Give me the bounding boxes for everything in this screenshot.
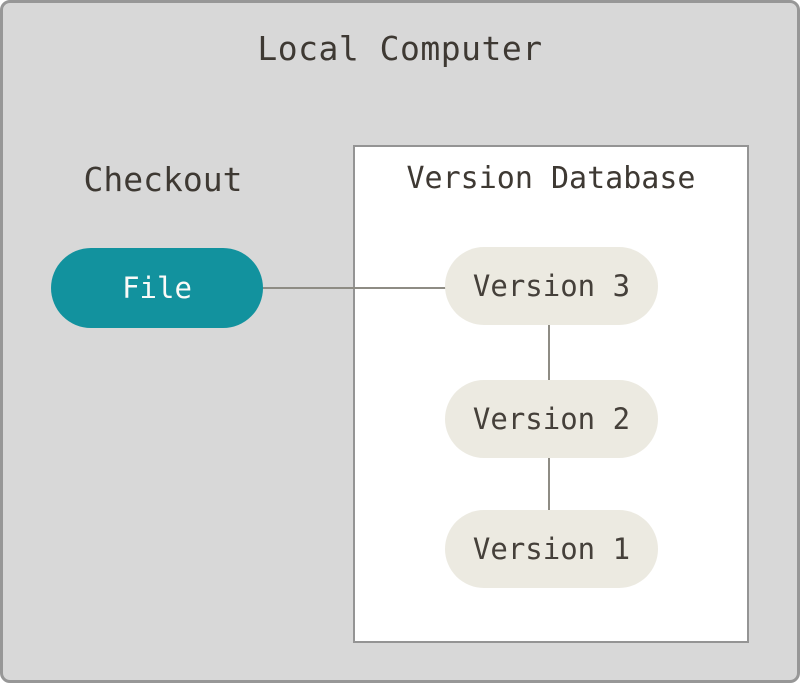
- checkout-label: Checkout: [83, 160, 243, 199]
- version-node-2-label: Version 2: [472, 402, 631, 436]
- connector-version3-to-version2: [548, 323, 550, 383]
- version-node-3: Version 3: [445, 247, 658, 325]
- version-node-3-label: Version 3: [472, 269, 631, 303]
- version-node-1-label: Version 1: [472, 532, 631, 566]
- version-node-2: Version 2: [445, 380, 658, 458]
- diagram-title: Local Computer: [257, 29, 543, 68]
- connector-file-to-version3: [258, 287, 450, 289]
- file-node-label: File: [122, 271, 192, 305]
- connector-version2-to-version1: [548, 455, 550, 513]
- version-database-title: Version Database: [406, 161, 696, 196]
- file-node: File: [51, 248, 263, 328]
- version-node-1: Version 1: [445, 510, 658, 588]
